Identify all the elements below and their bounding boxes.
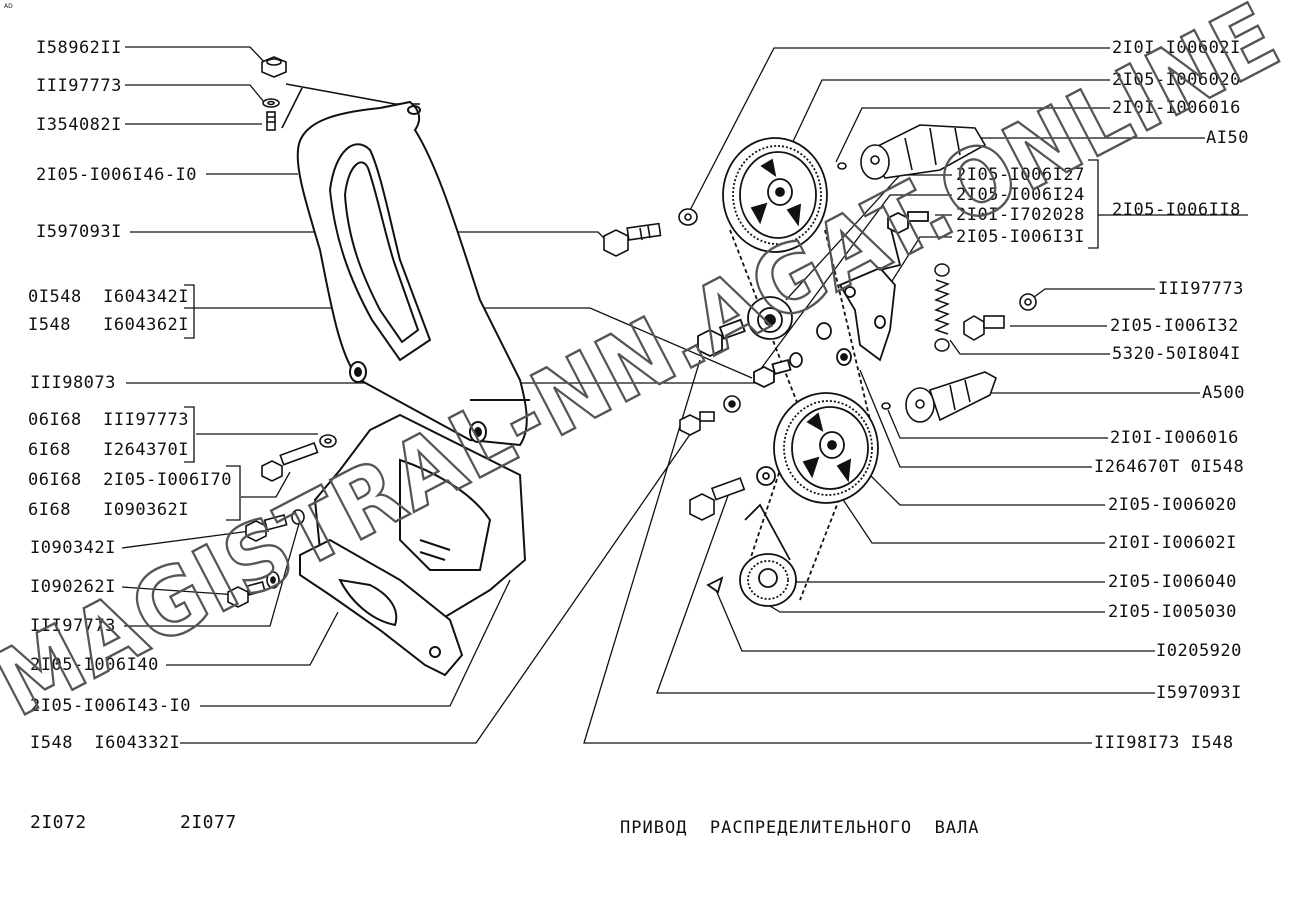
- corner-mark: AD: [4, 3, 13, 10]
- label-r5: 2I05-I006I27: [956, 165, 1085, 185]
- label-l15: III97773: [30, 616, 116, 636]
- label-l11: 06I68 2I05-I006I70: [28, 470, 232, 490]
- label-r14: 2I0I-I006016: [1110, 428, 1239, 448]
- rear-plate: [299, 538, 464, 677]
- aux-pulley: [756, 392, 879, 504]
- tensioner-roller: [697, 296, 852, 389]
- aux-shaft: [881, 371, 997, 423]
- label-l1: I58962II: [36, 38, 122, 58]
- small-bolts-right: [679, 395, 746, 521]
- label-l7: I548 I604362I: [28, 315, 190, 335]
- label-l2: III97773: [36, 76, 122, 96]
- label-r22: III98I73 I548: [1094, 733, 1234, 753]
- label-r8: 2I05-I006I3I: [956, 227, 1085, 247]
- label-r10: III97773: [1158, 279, 1244, 299]
- camshaft-pulley: [722, 137, 828, 253]
- label-r6: 2I05-I006I24: [956, 185, 1085, 205]
- bolt-upper-cover: [603, 222, 662, 257]
- label-l6: 0I548 I604342I: [28, 287, 190, 307]
- label-l17: 2I05-I006I43-I0: [30, 696, 192, 716]
- label-r15: I264670T 0I548: [1094, 457, 1245, 477]
- washer-top: [678, 208, 698, 226]
- label-r12: 5320-50I804I: [1112, 344, 1241, 364]
- label-l8: III98073: [30, 373, 116, 393]
- label-r21: I597093I: [1156, 683, 1242, 703]
- label-r7: 2I0I-I702028: [956, 205, 1085, 225]
- label-r17: 2I0I-I00602I: [1108, 533, 1237, 553]
- label-l14: I090262I: [30, 577, 116, 597]
- camshaft: [837, 124, 987, 180]
- label-l9: 06I68 III97773: [28, 410, 190, 430]
- label-r20: I0205920: [1156, 641, 1242, 661]
- belt: [729, 229, 871, 601]
- right-washer-bolt: [963, 293, 1037, 341]
- diagram-title: ПРИВОД РАСПРЕДЕЛИТЕЛЬНОГО ВАЛА: [620, 818, 980, 838]
- label-l5: I597093I: [36, 222, 122, 242]
- label-r1: 2I0I-I00602I: [1112, 38, 1241, 58]
- label-l13: I090342I: [30, 538, 116, 558]
- tensioner-bracket: [838, 211, 929, 362]
- label-r3: 2I0I-I006016: [1112, 98, 1241, 118]
- tension-spring: [934, 263, 950, 352]
- label-r9: 2I05-I006II8: [1112, 200, 1241, 220]
- label-l4: 2I05-I006I46-I0: [36, 165, 198, 185]
- model-code-2: 2I077: [180, 812, 237, 833]
- label-r4: AI50: [1206, 128, 1249, 148]
- label-l18: I548 I604332I: [30, 733, 181, 753]
- label-r16: 2I05-I006020: [1108, 495, 1237, 515]
- label-l16: 2I05-I006I40: [30, 655, 159, 675]
- crankshaft-pulley: [706, 553, 797, 607]
- model-code-1: 2I072: [30, 812, 87, 833]
- left-small-bolts: [227, 434, 337, 608]
- label-r2: 2I05-I006020: [1112, 70, 1241, 90]
- leader-lines-right: [583, 47, 1248, 744]
- label-r13: A500: [1202, 383, 1245, 403]
- label-brackets: [184, 284, 241, 521]
- label-l10: 6I68 I264370I: [28, 440, 190, 460]
- label-r19: 2I05-I005030: [1108, 602, 1237, 622]
- upper-timing-cover: [296, 100, 530, 447]
- label-r11: 2I05-I006I32: [1110, 316, 1239, 336]
- label-r18: 2I05-I006040: [1108, 572, 1237, 592]
- label-l3: I354082I: [36, 115, 122, 135]
- label-l12: 6I68 I090362I: [28, 500, 190, 520]
